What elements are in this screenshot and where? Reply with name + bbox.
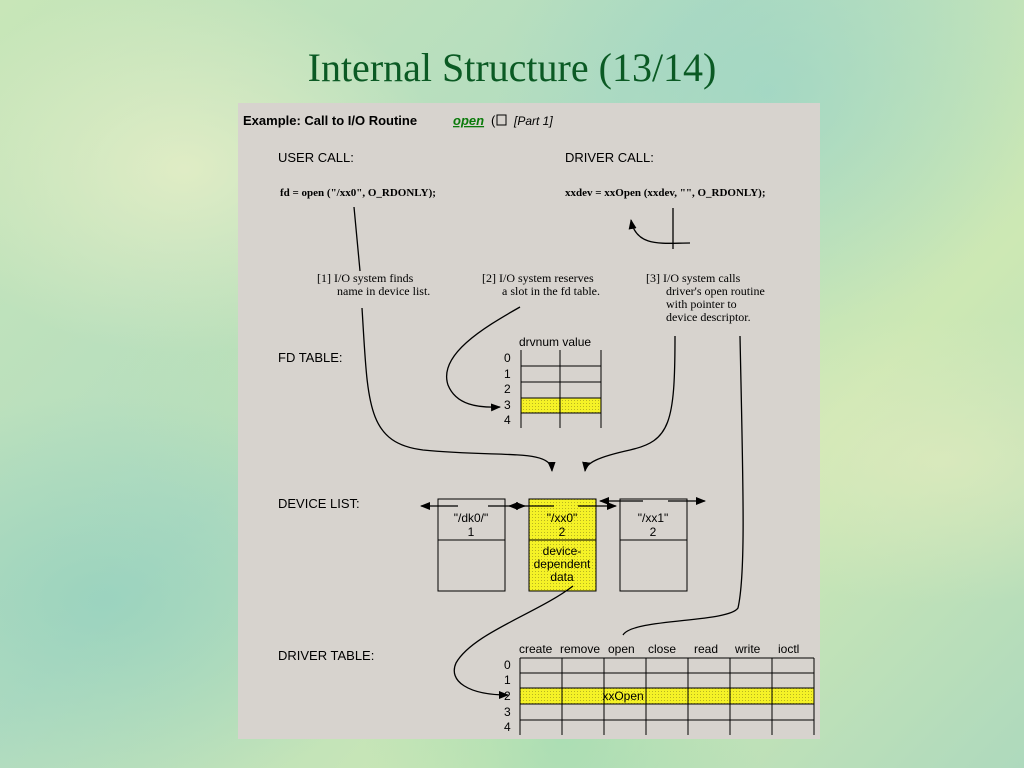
- driver-call-code: xxdev = xxOpen (xxdev, "", O_RDONLY);: [565, 187, 766, 199]
- col-ioctl: ioctl: [778, 642, 799, 656]
- device-num-dk0: 1: [468, 525, 475, 539]
- example-label: Example: Call to I/O Routine: [243, 113, 417, 128]
- fd-row-1: 1: [504, 367, 511, 381]
- driver-table-label: DRIVER TABLE:: [278, 648, 374, 663]
- slide-title: Internal Structure (13/14): [307, 45, 717, 90]
- user-call-to-step1: [353, 206, 361, 272]
- driver-row-3: 3: [504, 705, 511, 719]
- example-paren: (: [491, 113, 496, 128]
- fd-table-label: FD TABLE:: [278, 350, 343, 365]
- arrow-device-to-driver-row: [453, 585, 574, 699]
- driver-row-1: 1: [504, 673, 511, 687]
- placeholder-box-icon: [496, 114, 507, 126]
- diagram-panel: Example: Call to I/O Routine open ( [Par…: [238, 103, 820, 739]
- col-read: read: [694, 642, 718, 656]
- driver-highlight-row: [520, 688, 814, 704]
- col-close: close: [648, 642, 676, 656]
- step2-line2: a slot in the fd table.: [502, 284, 600, 298]
- device-extra-line3: data: [550, 570, 574, 584]
- example-part: [Part 1]: [513, 114, 553, 128]
- fd-table: 0 1 2 3 4: [504, 350, 602, 428]
- fd-highlight-row: [521, 398, 601, 413]
- col-write: write: [734, 642, 761, 656]
- fd-row-4: 4: [504, 413, 511, 427]
- arrow-step2-to-fd-slot: [445, 306, 521, 412]
- fd-row-3: 3: [504, 398, 511, 412]
- fd-table-header: drvnum value: [519, 335, 591, 349]
- step3-line2: driver's open routine: [666, 284, 765, 298]
- device-name-dk0: "/dk0/": [454, 511, 489, 525]
- driver-row-4: 4: [504, 720, 511, 734]
- driver-table-header: create remove open close read write ioct…: [519, 642, 799, 656]
- device-num-xx0: 2: [559, 525, 566, 539]
- device-box-xx0: [528, 498, 597, 592]
- io-diagram: Example: Call to I/O Routine open ( [Par…: [243, 113, 815, 735]
- device-list-label: DEVICE LIST:: [278, 496, 360, 511]
- col-remove: remove: [560, 642, 600, 656]
- driver-row-2: 2: [504, 689, 511, 703]
- device-name-xx1: "/xx1": [638, 511, 669, 525]
- device-links: [420, 497, 706, 510]
- fd-row-0: 0: [504, 351, 511, 365]
- arrow-to-driver-call: [628, 219, 691, 244]
- device-extra-line2: dependent: [534, 557, 591, 571]
- driver-row-0: 0: [504, 658, 511, 672]
- device-name-xx0: "/xx0": [547, 511, 578, 525]
- arrow-step3-to-driver-open: [622, 335, 744, 636]
- device-list: "/dk0/" 1 "/xx0" 2 device- dependent dat…: [437, 498, 688, 592]
- user-call-code: fd = open ("/xx0", O_RDONLY);: [280, 187, 436, 199]
- step1-line1: [1] I/O system finds: [317, 271, 414, 285]
- col-create: create: [519, 642, 553, 656]
- device-box-xx1: [619, 498, 688, 592]
- user-call-label: USER CALL:: [278, 150, 354, 165]
- arrow-step3-to-device: [582, 335, 676, 472]
- step3-line3: with pointer to: [666, 297, 737, 311]
- driver-table: xxOpen 0 1 2 3 4: [504, 657, 815, 735]
- device-extra-line1: device-: [543, 544, 582, 558]
- step3-line1: [3] I/O system calls: [646, 271, 741, 285]
- driver-highlight-text: xxOpen: [602, 689, 643, 703]
- device-box-dk0: [437, 498, 506, 592]
- flow-arrows: [353, 206, 744, 699]
- step1-line2: name in device list.: [337, 284, 430, 298]
- driver-call-label: DRIVER CALL:: [565, 150, 654, 165]
- arrow-step1-to-device-list: [361, 307, 556, 472]
- col-open: open: [608, 642, 635, 656]
- fd-row-2: 2: [504, 382, 511, 396]
- device-num-xx1: 2: [650, 525, 657, 539]
- example-function-link[interactable]: open: [453, 113, 484, 128]
- step3-line4: device descriptor.: [666, 310, 751, 324]
- step2-line1: [2] I/O system reserves: [482, 271, 594, 285]
